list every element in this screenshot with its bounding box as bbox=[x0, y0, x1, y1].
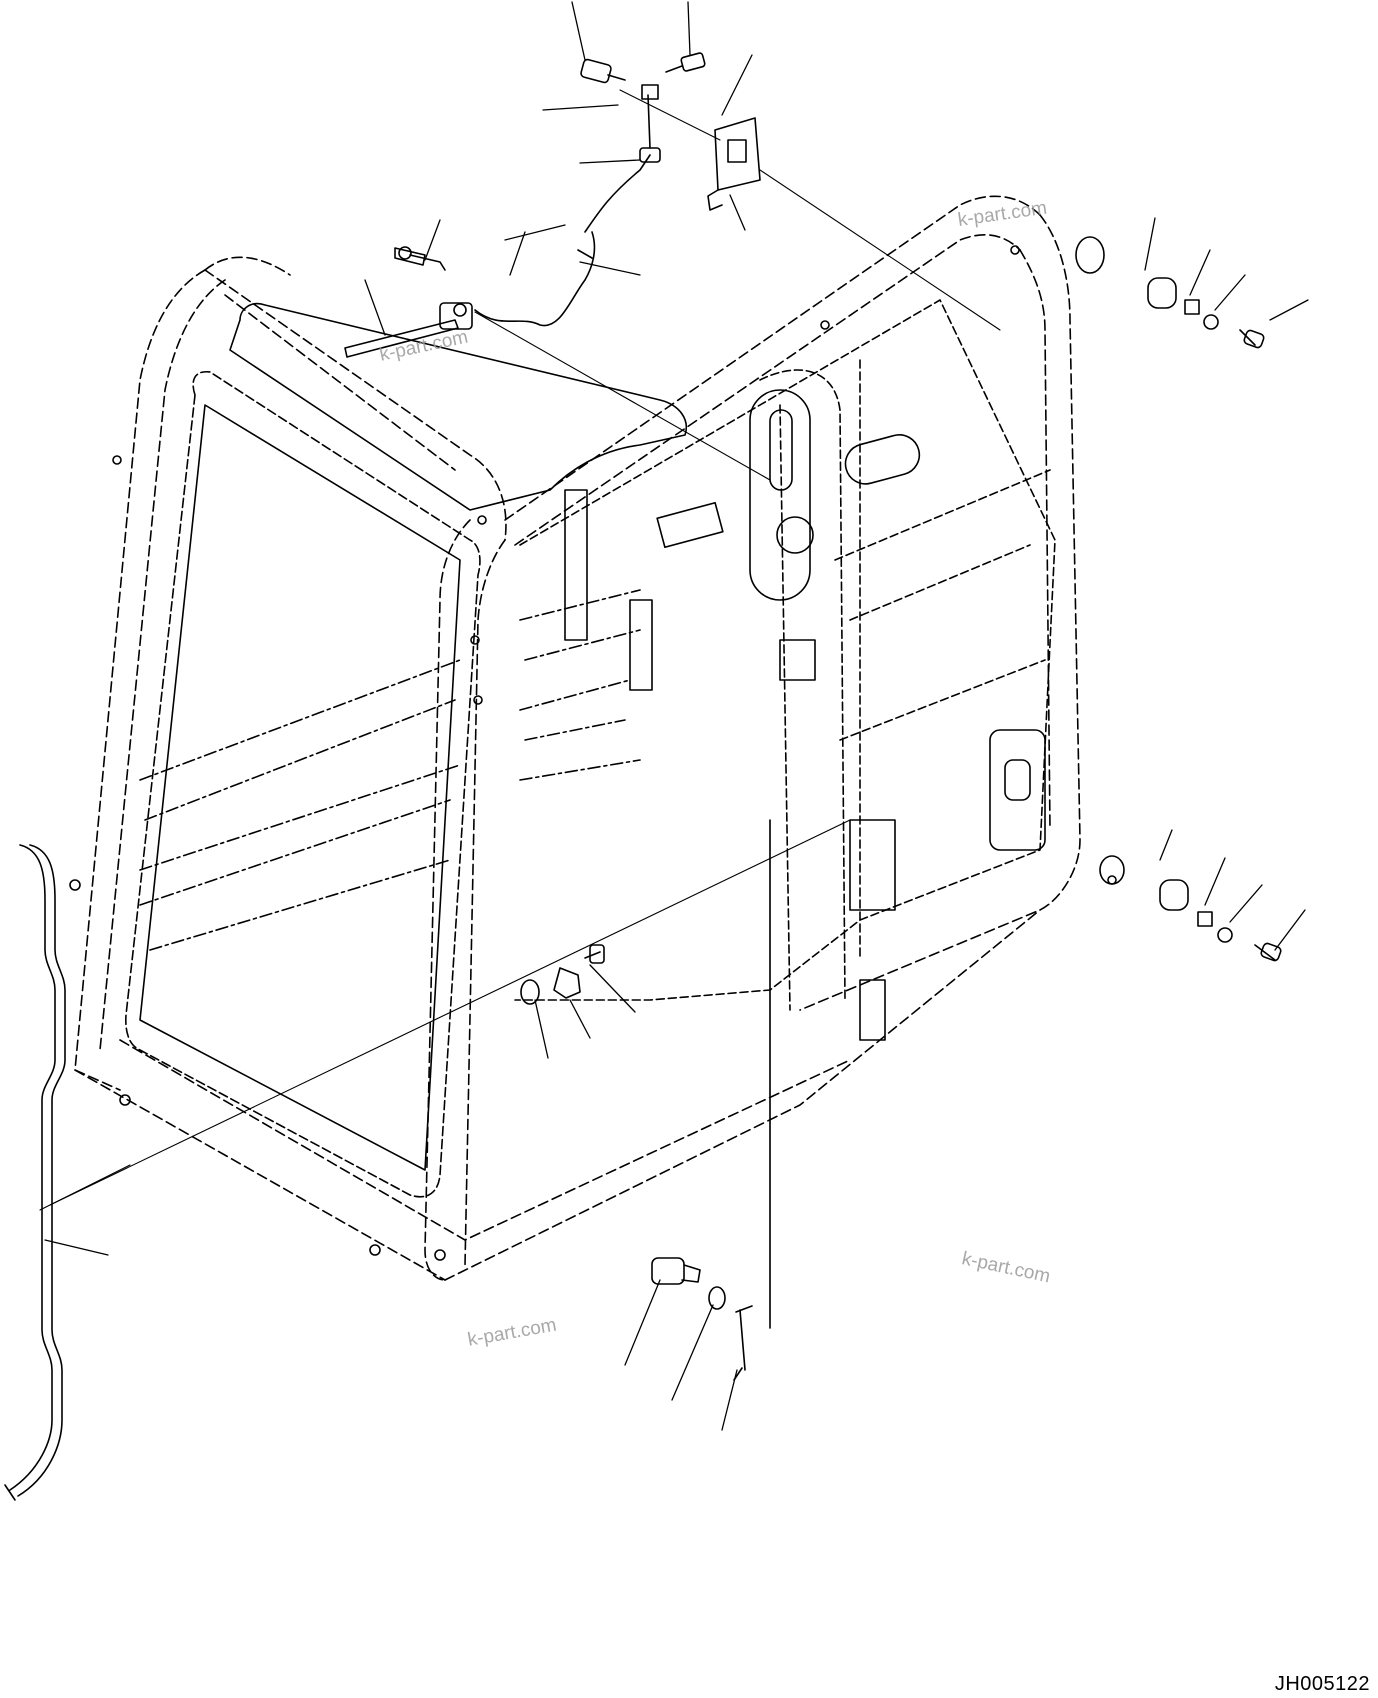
cab-frame bbox=[74, 195, 1081, 1281]
leader-lines bbox=[44, 1, 1309, 1431]
rear-window-frame bbox=[125, 370, 481, 1198]
top-bolts bbox=[580, 52, 706, 84]
mount-bolts-bottom-right bbox=[1099, 855, 1282, 962]
roof-right-edge bbox=[504, 195, 1041, 521]
bottom-sill bbox=[444, 909, 1041, 1281]
switch-box bbox=[714, 117, 761, 191]
interior-brackets bbox=[564, 389, 1046, 1041]
mount-bolts-top-right bbox=[1075, 236, 1265, 349]
rivets bbox=[69, 245, 1117, 1261]
front-left-pillar bbox=[424, 519, 471, 1281]
latch-middle bbox=[520, 944, 605, 1005]
rear-window-glass bbox=[139, 302, 687, 1171]
left-rear-pillar bbox=[74, 269, 206, 1091]
side-door-opening bbox=[514, 299, 1056, 1011]
handrail bbox=[4, 844, 66, 1501]
interior-members bbox=[139, 589, 641, 951]
top-wiper-assembly bbox=[344, 52, 761, 358]
right-rear-pillar bbox=[799, 214, 1081, 1011]
assembly-lines bbox=[39, 89, 1001, 1321]
door-stay-bottom bbox=[651, 819, 771, 1381]
drawing-id-label: JH005122 bbox=[1274, 1673, 1370, 1695]
roof-front-edge bbox=[204, 269, 507, 541]
